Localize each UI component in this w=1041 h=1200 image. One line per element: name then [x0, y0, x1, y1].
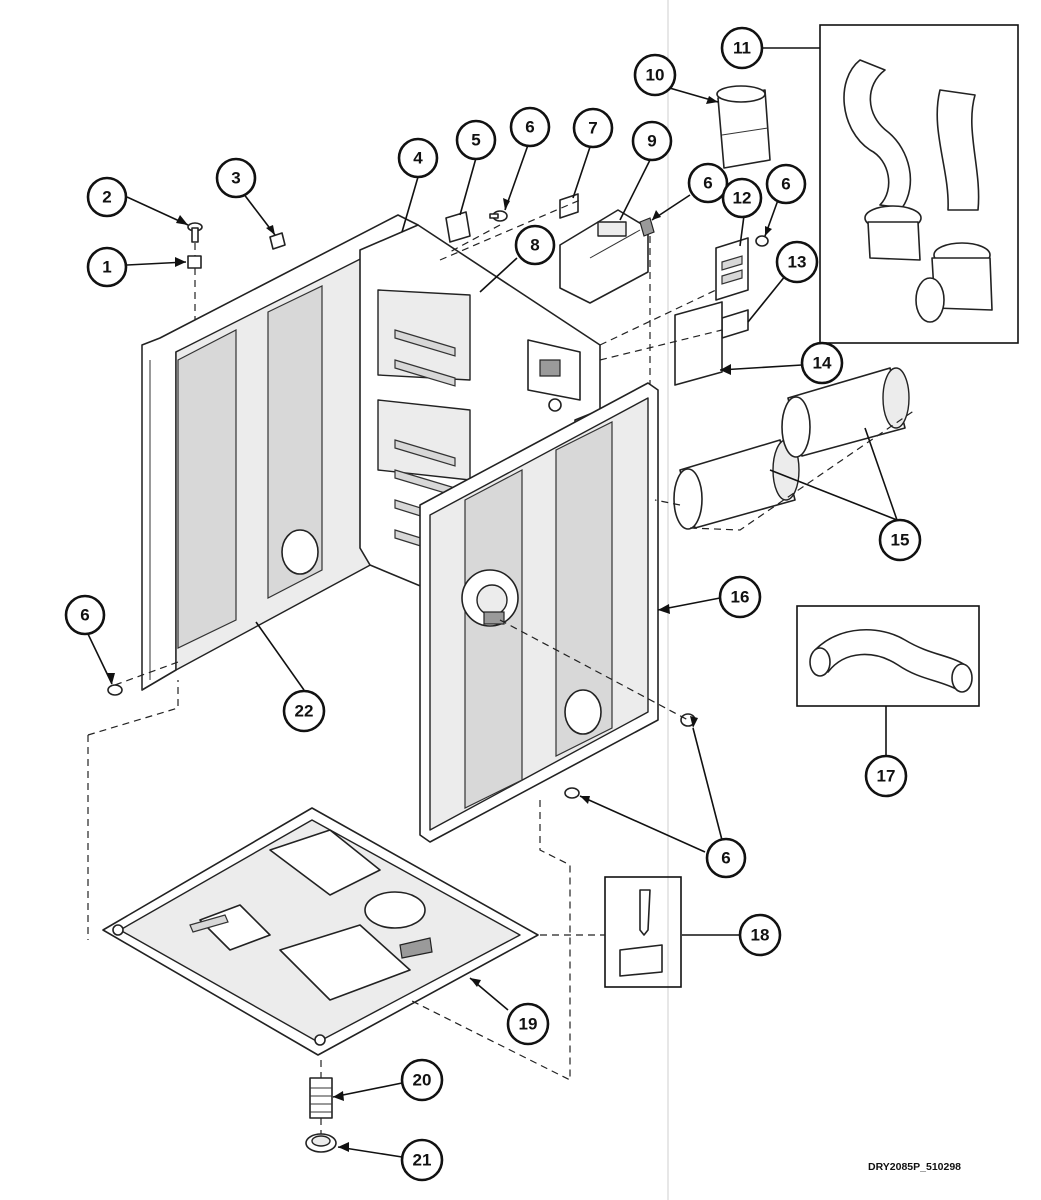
callout-1-label: 1 — [102, 258, 111, 277]
callout-6-bracket-label: 6 — [703, 174, 712, 193]
plate-part-13 — [721, 309, 749, 339]
callout-16: 16 — [718, 575, 762, 619]
callout-19: 19 — [506, 1002, 550, 1046]
screw-part-6-bracket — [639, 217, 655, 237]
cabinet-left-side-panel — [141, 214, 419, 691]
callout-6-vent-label: 6 — [781, 175, 790, 194]
nut-part-1 — [187, 255, 202, 269]
foot-part-21 — [305, 1133, 337, 1153]
callout-2-label: 2 — [102, 188, 111, 207]
callout-20-label: 20 — [413, 1071, 432, 1090]
hardware-kit-part-18 — [604, 876, 682, 988]
callout-14: 14 — [800, 341, 844, 385]
callout-22-label: 22 — [295, 702, 314, 721]
callout-22: 22 — [282, 689, 326, 733]
callout-19-label: 19 — [519, 1015, 538, 1034]
callout-14-label: 14 — [813, 354, 832, 373]
callout-9: 9 — [631, 120, 673, 162]
callout-7-label: 7 — [588, 119, 597, 138]
callout-3-label: 3 — [231, 169, 240, 188]
callout-12: 12 — [721, 177, 763, 219]
exhaust-kit-part-11 — [819, 24, 1019, 344]
callout-12-label: 12 — [733, 189, 752, 208]
callout-1: 1 — [86, 246, 128, 288]
leader-arrowheads — [107, 96, 772, 1152]
flex-hose-part-17 — [796, 605, 980, 707]
callout-6-left: 6 — [64, 594, 106, 636]
callout-6-right: 6 — [705, 837, 747, 879]
bracket-part-9 — [559, 209, 649, 304]
screw-part-6-top — [489, 210, 508, 222]
plate-part-14 — [674, 301, 723, 386]
callout-10: 10 — [633, 53, 677, 97]
door-switch-boss — [461, 569, 519, 627]
callout-6-bracket: 6 — [687, 162, 729, 204]
screw-part-6-left — [107, 684, 123, 696]
callout-15: 15 — [878, 518, 922, 562]
callout-6-left-label: 6 — [80, 606, 89, 625]
callout-13-label: 13 — [788, 253, 807, 272]
bracket-part-5 — [445, 211, 471, 243]
callout-10-label: 10 — [646, 66, 665, 85]
cabinet-right-side-panel — [419, 382, 659, 843]
callout-2: 2 — [86, 176, 128, 218]
screw-part-6-vent — [755, 235, 769, 247]
callout-6-top: 6 — [509, 106, 551, 148]
cabinet-base — [102, 807, 539, 1056]
screw-part-6-bottom — [564, 787, 580, 799]
callout-13: 13 — [775, 240, 819, 284]
callout-15-label: 15 — [891, 531, 910, 550]
callout-7: 7 — [572, 107, 614, 149]
callout-11-label: 11 — [733, 39, 751, 58]
vent-cover-part-12 — [715, 237, 749, 301]
callout-6-top-label: 6 — [525, 118, 534, 137]
callout-4-label: 4 — [413, 149, 423, 168]
screw-part-2 — [187, 222, 203, 243]
duct-part-10 — [716, 85, 771, 169]
callout-5: 5 — [455, 119, 497, 161]
callout-16-label: 16 — [731, 588, 750, 607]
callout-17: 17 — [864, 754, 908, 798]
callout-4: 4 — [397, 137, 439, 179]
callout-5-label: 5 — [471, 131, 480, 150]
callout-8: 8 — [514, 224, 556, 266]
callout-17-label: 17 — [877, 767, 896, 786]
drawing-id: DRY2085P_510298 — [868, 1161, 962, 1173]
callout-9-label: 9 — [647, 132, 656, 151]
callout-21: 21 — [400, 1138, 444, 1182]
callout-21-label: 21 — [413, 1151, 432, 1170]
clip-part-3 — [269, 232, 286, 250]
callout-18-label: 18 — [751, 926, 770, 945]
callout-18: 18 — [738, 913, 782, 957]
assembly-dashed-lines — [87, 199, 916, 1134]
callout-11: 11 — [720, 26, 764, 70]
leg-part-20 — [309, 1077, 333, 1119]
label-part-7 — [559, 193, 579, 219]
callout-6-right-label: 6 — [721, 849, 730, 868]
duct-tubes-part-15 — [673, 367, 910, 530]
callout-8-label: 8 — [530, 236, 539, 255]
callout-3: 3 — [215, 157, 257, 199]
callout-6-vent: 6 — [765, 163, 807, 205]
callout-20: 20 — [400, 1058, 444, 1102]
